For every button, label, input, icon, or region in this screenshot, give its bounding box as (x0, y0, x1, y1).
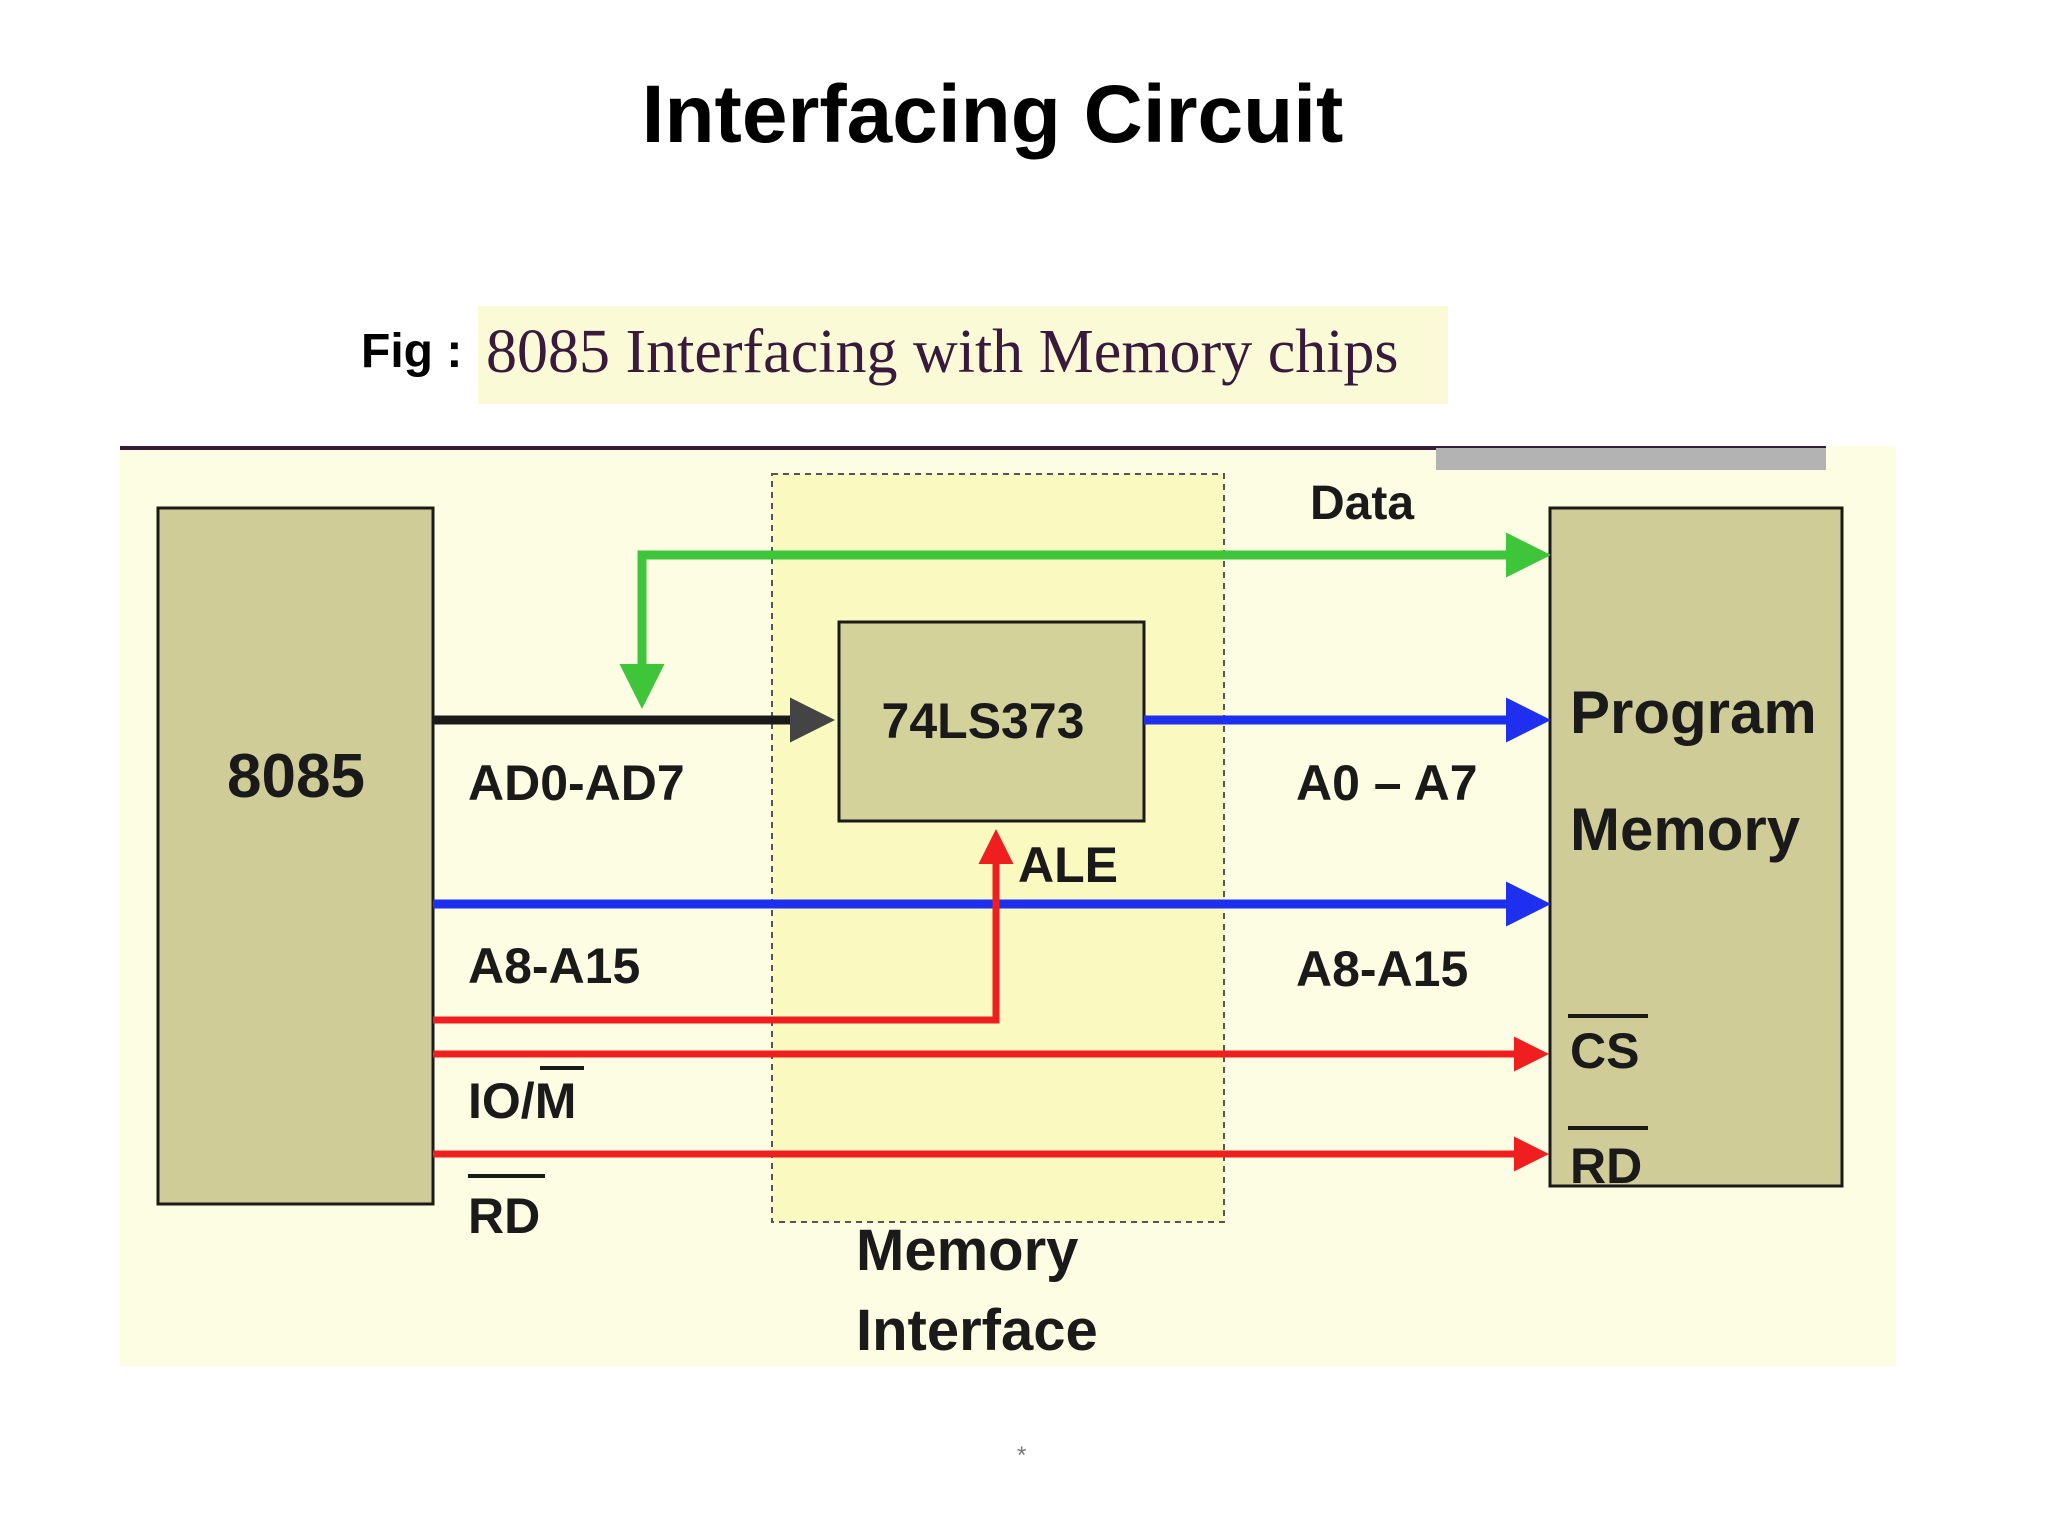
cpu-label: 8085 (227, 742, 365, 811)
latch-label: 74LS373 (882, 693, 1085, 749)
rd-right-label: RD (1570, 1138, 1642, 1194)
program-memory-block (1548, 506, 1844, 1188)
cpu-8085-block (156, 506, 435, 1206)
ale-line (433, 829, 1014, 1024)
data-label: Data (1310, 477, 1414, 530)
interface-label-line2: Interface (856, 1298, 1098, 1363)
data-bus-line (619, 550, 1542, 709)
ale-label: ALE (1018, 837, 1118, 893)
latch-74ls373-block (837, 620, 1146, 823)
iom-label: IO/M (468, 1073, 576, 1129)
footer-mark: * (1017, 1442, 1027, 1469)
figure-caption: 8085 Interfacing with Memory chips (478, 306, 1448, 404)
grey-tab (1436, 448, 1826, 470)
memory-label-line2: Memory (1570, 796, 1801, 863)
iom-bar-text: M (535, 1073, 577, 1129)
a-high-left-label: A8-A15 (468, 938, 640, 994)
a-high-right-label: A8-A15 (1296, 941, 1468, 997)
rd-left-label: RD (468, 1188, 540, 1244)
iom-prefix: IO/ (468, 1073, 535, 1129)
ad-label: AD0-AD7 (468, 755, 685, 811)
interface-label-line1: Memory (856, 1218, 1078, 1283)
memory-label-line1: Program (1570, 679, 1817, 746)
a-low-label: A0 – A7 (1296, 755, 1478, 811)
figure-label: Fig : (361, 325, 463, 378)
slide-title: Interfacing Circuit (641, 69, 1344, 160)
cs-label: CS (1570, 1023, 1639, 1079)
